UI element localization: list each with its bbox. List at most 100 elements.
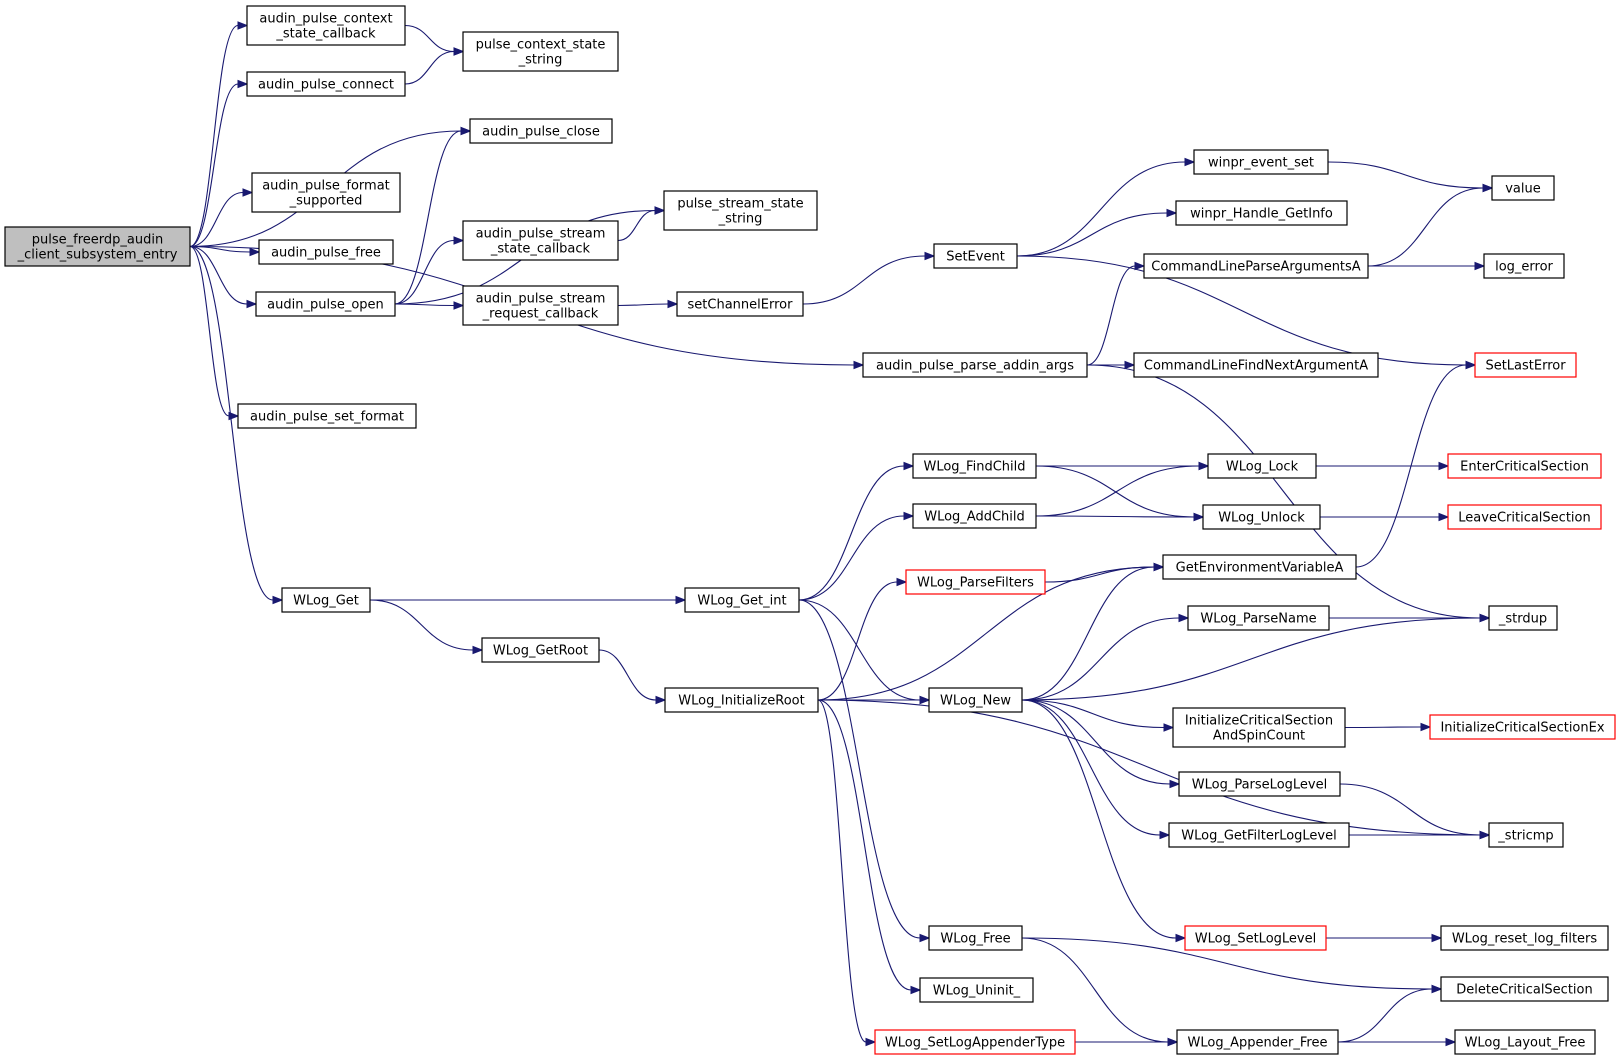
node-add_child[interactable]: WLog_AddChild <box>912 503 1037 529</box>
node-set_level[interactable]: WLog_SetLogLevel <box>1184 925 1327 951</box>
node-label: CommandLineParseArgumentsA <box>1151 260 1361 275</box>
node-value[interactable]: value <box>1491 175 1555 201</box>
node-get_root[interactable]: WLog_GetRoot <box>481 637 600 663</box>
node-init_root[interactable]: WLog_InitializeRoot <box>664 687 819 713</box>
node-label: WLog_Appender_Free <box>1188 1036 1328 1051</box>
arrowhead-open <box>246 299 258 309</box>
node-free[interactable]: audin_pulse_free <box>258 239 394 265</box>
arrowhead-add_child <box>903 511 915 521</box>
node-box <box>469 118 613 144</box>
node-filter_level[interactable]: WLog_GetFilterLogLevel <box>1168 822 1350 848</box>
node-open[interactable]: audin_pulse_open <box>255 291 396 317</box>
node-ctx_cb[interactable]: audin_pulse_context_state_callback <box>246 5 406 46</box>
node-label: WLog_reset_log_filters <box>1452 932 1598 947</box>
node-clpa[interactable]: CommandLineParseArgumentsA <box>1143 253 1369 279</box>
arrowhead-ev_set <box>1184 157 1196 167</box>
node-layout_free[interactable]: WLog_Layout_Free <box>1454 1029 1596 1055</box>
node-connect[interactable]: audin_pulse_connect <box>246 71 406 97</box>
node-label: audin_pulse_stream <box>476 292 606 307</box>
node-set_fmt[interactable]: audin_pulse_set_format <box>237 403 417 429</box>
node-box <box>1429 714 1616 740</box>
node-label: pulse_stream_state <box>677 197 803 212</box>
node-label: audin_pulse_parse_addin_args <box>876 359 1074 374</box>
node-lock[interactable]: WLog_Lock <box>1207 453 1317 479</box>
edge-get_int-to-find_child <box>798 465 905 601</box>
node-label: _stricmp <box>1497 829 1553 844</box>
node-label: _client_subsystem_entry <box>17 248 178 263</box>
node-wlog_free[interactable]: WLog_Free <box>928 925 1023 951</box>
node-close[interactable]: audin_pulse_close <box>469 118 613 144</box>
edge-find_child-to-unlock <box>1035 465 1195 518</box>
node-parse_args[interactable]: audin_pulse_parse_addin_args <box>862 352 1088 378</box>
node-box <box>481 637 600 663</box>
edge-root-to-fmt_sup <box>189 191 244 248</box>
arrowhead-appender_free <box>1167 1037 1179 1047</box>
node-log_error[interactable]: log_error <box>1483 253 1565 279</box>
node-label: WLog_New <box>940 694 1011 709</box>
node-appender_free[interactable]: WLog_Appender_Free <box>1176 1029 1339 1055</box>
node-box <box>1175 200 1348 226</box>
node-box <box>912 503 1037 529</box>
arrowhead-get_root <box>472 645 484 655</box>
node-label: InitializeCriticalSection <box>1185 714 1333 729</box>
node-label: _supported <box>289 194 363 209</box>
node-wlog_get[interactable]: WLog_Get <box>281 587 371 613</box>
node-clfna[interactable]: CommandLineFindNextArgumentA <box>1133 352 1379 378</box>
node-init_cs_ex[interactable]: InitializeCriticalSectionEx <box>1429 714 1616 740</box>
arrowhead-fmt_sup <box>242 188 254 197</box>
arrowhead-lock <box>1198 461 1210 471</box>
arrowhead-find_child <box>903 461 915 471</box>
node-h_info[interactable]: winpr_Handle_GetInfo <box>1175 200 1348 226</box>
node-st_str[interactable]: pulse_stream_state_string <box>663 190 818 231</box>
edge-new-to-filter_level <box>1021 699 1161 836</box>
node-parse_filters[interactable]: WLog_ParseFilters <box>905 569 1046 595</box>
node-fmt_sup[interactable]: audin_pulse_format_supported <box>251 172 401 213</box>
node-box <box>1193 149 1329 175</box>
node-label: value <box>1505 182 1541 197</box>
node-box <box>1440 976 1609 1002</box>
node-label: log_error <box>1495 260 1553 275</box>
node-req_cb[interactable]: audin_pulse_stream_request_callback <box>462 285 619 326</box>
arrowhead-parse_level <box>1169 779 1181 789</box>
node-stricmp[interactable]: _stricmp <box>1488 822 1564 848</box>
node-new[interactable]: WLog_New <box>928 687 1023 713</box>
node-box <box>928 925 1023 951</box>
node-parse_level[interactable]: WLog_ParseLogLevel <box>1178 771 1341 797</box>
node-set_last_err[interactable]: SetLastError <box>1474 352 1577 378</box>
node-strdup[interactable]: _strdup <box>1488 605 1558 631</box>
node-box <box>905 569 1046 595</box>
node-get_int[interactable]: WLog_Get_int <box>684 587 800 613</box>
edge-ev_set-to-value <box>1327 161 1484 189</box>
node-set_ch_err[interactable]: setChannelError <box>676 291 804 317</box>
arrowhead-clpa <box>1134 261 1146 271</box>
edge-root-to-connect <box>189 83 239 248</box>
node-st_cb[interactable]: audin_pulse_stream_state_callback <box>462 220 619 261</box>
node-box <box>1207 453 1317 479</box>
node-box <box>1187 605 1330 631</box>
node-reset_filters[interactable]: WLog_reset_log_filters <box>1440 925 1609 951</box>
edge-open-to-st_cb <box>394 239 455 305</box>
node-enter_cs[interactable]: EnterCriticalSection <box>1447 453 1602 479</box>
node-appender_type[interactable]: WLog_SetLogAppenderType <box>874 1029 1076 1055</box>
node-parse_name[interactable]: WLog_ParseName <box>1187 605 1330 631</box>
arrowhead-get_int <box>675 595 687 605</box>
node-box <box>874 1029 1076 1055</box>
node-find_child[interactable]: WLog_FindChild <box>912 453 1037 479</box>
node-label: audin_pulse_open <box>267 298 384 313</box>
node-get_env[interactable]: GetEnvironmentVariableA <box>1162 554 1357 580</box>
node-box <box>1454 1029 1596 1055</box>
node-set_event[interactable]: SetEvent <box>933 243 1018 269</box>
arrowhead-st_cb <box>453 236 465 245</box>
arrowhead-ctx_str <box>453 47 465 56</box>
node-label: WLog_Uninit_ <box>933 984 1021 999</box>
node-leave_cs[interactable]: LeaveCriticalSection <box>1447 504 1602 530</box>
node-ev_set[interactable]: winpr_event_set <box>1193 149 1329 175</box>
edge-init_root-to-appender_type <box>817 699 867 1043</box>
edge-req_cb-to-set_ch_err <box>617 303 669 307</box>
node-unlock[interactable]: WLog_Unlock <box>1202 504 1321 530</box>
node-delete_cs[interactable]: DeleteCriticalSection <box>1440 976 1609 1002</box>
node-uninit[interactable]: WLog_Uninit_ <box>919 977 1034 1003</box>
node-ctx_str[interactable]: pulse_context_state_string <box>462 31 619 72</box>
node-box <box>258 239 394 265</box>
